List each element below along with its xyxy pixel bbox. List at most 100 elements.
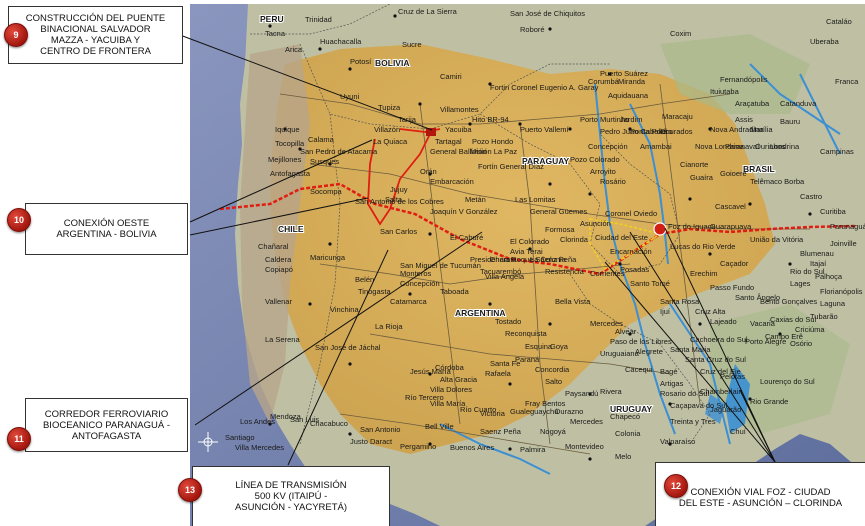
svg-text:Cianorte: Cianorte — [680, 160, 708, 169]
svg-text:Bell Ville: Bell Ville — [425, 422, 454, 431]
svg-text:Londrina: Londrina — [770, 142, 800, 151]
svg-text:Maracaju: Maracaju — [662, 112, 693, 121]
svg-text:Castro: Castro — [800, 192, 822, 201]
yacuiba-border-marker — [426, 128, 436, 136]
svg-text:Jujuy: Jujuy — [390, 185, 408, 194]
callout-9-line-2: BINACIONAL SALVADOR — [40, 24, 151, 35]
svg-text:Caldera: Caldera — [265, 255, 292, 264]
svg-text:Potosí: Potosí — [350, 57, 372, 66]
svg-text:Nogoyá: Nogoyá — [540, 427, 567, 436]
svg-text:Asunción: Asunción — [580, 219, 611, 228]
svg-text:Franca: Franca — [835, 77, 859, 86]
svg-text:Melo: Melo — [615, 452, 631, 461]
vegetation-patch — [660, 34, 810, 114]
svg-text:Belén: Belén — [355, 275, 374, 284]
svg-text:Tarija: Tarija — [398, 115, 417, 124]
svg-text:Tinogasta: Tinogasta — [358, 287, 391, 296]
svg-text:Metán: Metán — [465, 195, 486, 204]
svg-text:Tacna: Tacna — [265, 29, 286, 38]
svg-text:Calama: Calama — [308, 135, 335, 144]
svg-text:Dourados: Dourados — [660, 127, 693, 136]
svg-text:Santiago: Santiago — [225, 433, 255, 442]
svg-text:Bagé: Bagé — [660, 367, 678, 376]
svg-text:Durazno: Durazno — [555, 407, 583, 416]
svg-text:Pozo Colorado: Pozo Colorado — [570, 155, 620, 164]
svg-text:Telêmaco Borba: Telêmaco Borba — [750, 177, 805, 186]
svg-text:San Carlos: San Carlos — [380, 227, 417, 236]
svg-text:Taboada: Taboada — [440, 287, 470, 296]
svg-text:Fray Bentos: Fray Bentos — [525, 399, 566, 408]
svg-text:Fortín General Díaz: Fortín General Díaz — [478, 162, 544, 171]
svg-text:Trinidad: Trinidad — [305, 15, 332, 24]
svg-text:Curitiba: Curitiba — [820, 207, 847, 216]
svg-text:Lages: Lages — [790, 279, 811, 288]
svg-text:Paysandú: Paysandú — [565, 389, 598, 398]
callout-box-12: CONEXIÓN VIAL FOZ - CIUDAD DEL ESTE - AS… — [655, 462, 865, 526]
svg-text:Catamarca: Catamarca — [390, 297, 428, 306]
map[interactable]: PERU BOLIVIA PARAGUAY BRASIL CHILE ARGEN… — [190, 4, 865, 526]
svg-text:Tostado: Tostado — [495, 317, 521, 326]
svg-text:La Colonia: La Colonia — [530, 255, 567, 264]
svg-text:Goya: Goya — [550, 342, 569, 351]
svg-text:Huachacalla: Huachacalla — [320, 37, 362, 46]
svg-text:San Antonio: San Antonio — [360, 425, 400, 434]
callout-9-line-3: MAZZA - YACUIBA Y — [50, 35, 141, 46]
svg-text:Vacaria: Vacaria — [750, 319, 776, 328]
svg-text:Puerto Vallemí: Puerto Vallemí — [520, 125, 570, 134]
svg-text:Corumbá: Corumbá — [588, 77, 620, 86]
svg-text:Cruz Alta: Cruz Alta — [695, 307, 726, 316]
svg-text:Ituiutaba: Ituiutaba — [710, 87, 740, 96]
svg-text:Mejillones: Mejillones — [268, 155, 302, 164]
svg-text:Paranaguá: Paranaguá — [830, 222, 865, 231]
svg-text:Campo Erê: Campo Erê — [765, 332, 803, 341]
svg-text:Justo Daract: Justo Daract — [350, 437, 393, 446]
svg-text:Alegrete: Alegrete — [635, 347, 663, 356]
svg-text:Goioerê: Goioerê — [720, 169, 747, 178]
svg-text:Montevideo: Montevideo — [565, 442, 604, 451]
svg-text:Socompa: Socompa — [310, 187, 343, 196]
callout-box-10: CONEXIÓN OESTE ARGENTINA - BOLIVIA — [25, 203, 188, 255]
svg-text:Tubarão: Tubarão — [810, 312, 838, 321]
svg-text:Vinchina: Vinchina — [330, 305, 359, 314]
svg-text:Concepción: Concepción — [400, 279, 440, 288]
svg-text:Uyuni: Uyuni — [340, 92, 360, 101]
svg-text:Salta: Salta — [385, 195, 403, 204]
callout-10-line-2: ARGENTINA - BOLIVIA — [56, 229, 157, 240]
svg-text:Susques: Susques — [310, 157, 339, 166]
svg-text:Joinville: Joinville — [830, 239, 857, 248]
svg-text:General Ballivián: General Ballivián — [430, 147, 487, 156]
svg-text:Buenos Aires: Buenos Aires — [450, 443, 494, 452]
svg-text:Formosa: Formosa — [545, 225, 575, 234]
svg-text:Santa Fe: Santa Fe — [490, 359, 520, 368]
svg-text:Vallenar: Vallenar — [265, 297, 292, 306]
svg-text:Erechim: Erechim — [690, 269, 718, 278]
svg-text:Puerto Suárez: Puerto Suárez — [600, 69, 648, 78]
callout-10-badge: 10 — [7, 208, 31, 232]
svg-text:Misión La Paz: Misión La Paz — [470, 147, 517, 156]
svg-text:Bella Vista: Bella Vista — [555, 297, 591, 306]
svg-text:Chapecó: Chapecó — [610, 412, 640, 421]
svg-text:Reconquista: Reconquista — [505, 329, 548, 338]
svg-text:Paso de los Libres: Paso de los Libres — [610, 337, 672, 346]
svg-text:Pedro Juan Caballero: Pedro Juan Caballero — [600, 127, 673, 136]
svg-text:Bauru: Bauru — [780, 117, 800, 126]
svg-text:Catanduva: Catanduva — [780, 99, 817, 108]
svg-text:Santo Tomé: Santo Tomé — [630, 279, 670, 288]
svg-text:Coronel Oviedo: Coronel Oviedo — [605, 209, 657, 218]
callout-box-11: CORREDOR FERROVIARIO BIOCEANICO PARANAGU… — [25, 398, 188, 452]
svg-text:Villa Angela: Villa Angela — [485, 272, 525, 281]
svg-text:Córdoba: Córdoba — [435, 363, 465, 372]
svg-text:Santa Cruz do Sul: Santa Cruz do Sul — [685, 355, 746, 364]
svg-text:Avia Terai: Avia Terai — [510, 247, 543, 256]
compass-icon — [198, 432, 218, 452]
svg-text:Cascavel: Cascavel — [715, 202, 746, 211]
svg-text:Gualeguaychú: Gualeguaychú — [510, 407, 558, 416]
svg-text:Passo Fundo: Passo Fundo — [710, 283, 754, 292]
svg-text:Cachoeira do Sul: Cachoeira do Sul — [690, 335, 748, 344]
country-label: PARAGUAY — [522, 156, 570, 166]
svg-text:Rio Grande: Rio Grande — [750, 397, 788, 406]
svg-text:Santa Maria: Santa Maria — [670, 345, 711, 354]
svg-text:Blumenau: Blumenau — [800, 249, 834, 258]
svg-text:Cataláo: Cataláo — [826, 17, 852, 26]
svg-text:Nova Andradina: Nova Andradina — [710, 125, 764, 134]
